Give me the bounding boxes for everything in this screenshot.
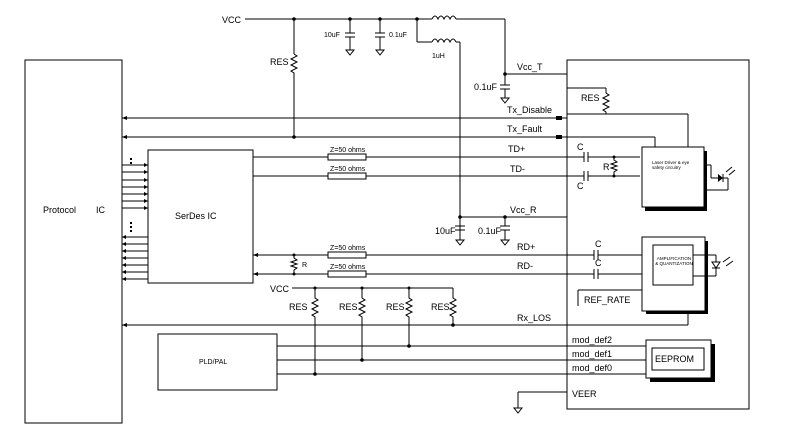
resistor-txdisable [567, 88, 611, 115]
cap-rd-minus-label: C [595, 258, 602, 268]
cap-10uf-vccr-label: 10uF [435, 226, 456, 236]
res3-label: RES [386, 302, 405, 312]
z50-td-minus-label: Z=50 ohms [330, 166, 366, 173]
parallel-bus [122, 158, 148, 281]
eeprom-label: EEPROM [655, 354, 694, 364]
inductor-label: 1uH [432, 53, 445, 60]
protocol-ic-block [24, 59, 123, 424]
ref-rate-label: REF_RATE [584, 295, 630, 305]
res2-label: RES [339, 302, 358, 312]
capacitor-01uf-vccr [499, 217, 511, 246]
capacitor-rd-plus [593, 250, 642, 260]
vcc-bottom-label: VCC [270, 284, 290, 294]
td-plus-label: TD+ [508, 144, 525, 154]
pld-pal-label: PLD/PAL [199, 359, 227, 366]
cap-01uf-vcct-label: 0.1uF [474, 82, 498, 92]
z50-rd-minus [327, 270, 367, 278]
serdes-ic-label: SerDes IC [175, 211, 217, 221]
res-pullup-label: RES [270, 57, 289, 67]
z50-rd-plus [327, 251, 367, 259]
photodiode-icon [693, 254, 734, 277]
mod-def0-label: mod_def0 [572, 363, 612, 373]
veer-label: VEER [572, 389, 597, 399]
vcc-t-label: Vcc_T [517, 62, 543, 72]
resistor-3 [404, 288, 414, 346]
mod-def1-label: mod_def1 [572, 349, 612, 359]
resistor-td [609, 157, 619, 176]
laser-driver-block [641, 146, 705, 208]
laser-diode-icon [704, 164, 736, 191]
cap-rd-plus-label: C [595, 239, 602, 249]
protocol-ic-label-right: IC [96, 205, 106, 215]
vcc-r-label: Vcc_R [510, 205, 537, 215]
resistor-2 [357, 288, 367, 360]
capacitor-10uf-vccr [454, 225, 466, 246]
res1-label: RES [289, 302, 308, 312]
z50-td-plus [327, 153, 367, 161]
resistor-4 [448, 288, 458, 325]
res4-label: RES [431, 302, 450, 312]
tx-disable-label: Tx_Disable [507, 105, 552, 115]
res-td-label: R [603, 162, 610, 172]
vcc-top-label: VCC [222, 15, 242, 25]
capacitor-rd-minus [593, 269, 642, 279]
resistor-1 [310, 288, 320, 374]
inductor-tx [431, 15, 505, 21]
cap-01uf-top-label: 0.1uF [389, 32, 407, 39]
capacitor-10uf-top [344, 19, 356, 56]
td-minus-label: TD- [510, 164, 525, 174]
rd-minus-label: RD- [517, 261, 533, 271]
cap-10uf-top-label: 10uF [324, 32, 340, 39]
rd-plus-label: RD+ [517, 242, 535, 252]
z50-rd-plus-label: Z=50 ohms [330, 245, 366, 252]
tx-fault-label: Tx_Fault [507, 124, 543, 134]
res-txdisable-label: RES [581, 93, 600, 103]
cap-td-minus-label: C [577, 181, 584, 191]
z50-td-plus-label: Z=50 ohms [330, 147, 366, 154]
pld-pal-block [157, 333, 278, 391]
mod-def2-label: mod_def2 [572, 335, 612, 345]
serdes-ic-block [147, 149, 254, 284]
z50-rd-minus-label: Z=50 ohms [330, 264, 366, 271]
rx-los-label: Rx_LOS [517, 313, 551, 323]
amplifier-label: AMPLIFICATION & QUANTIZATION [655, 256, 693, 266]
cap-td-plus-label: C [577, 142, 584, 152]
cap-01uf-vccr-label: 0.1uF [478, 226, 502, 236]
z50-td-minus [327, 172, 367, 180]
resistor-rd [289, 255, 299, 274]
protocol-ic-label-left: Protocol [43, 205, 76, 215]
inductor-rx [416, 19, 460, 44]
resistor-pullup [289, 53, 299, 138]
res-rd-label: R [302, 262, 307, 269]
capacitor-01uf-vcct [499, 84, 511, 104]
capacitor-01uf-top [374, 19, 386, 56]
laser-driver-label: Laser Driver & eye safety circuitry [652, 160, 690, 170]
